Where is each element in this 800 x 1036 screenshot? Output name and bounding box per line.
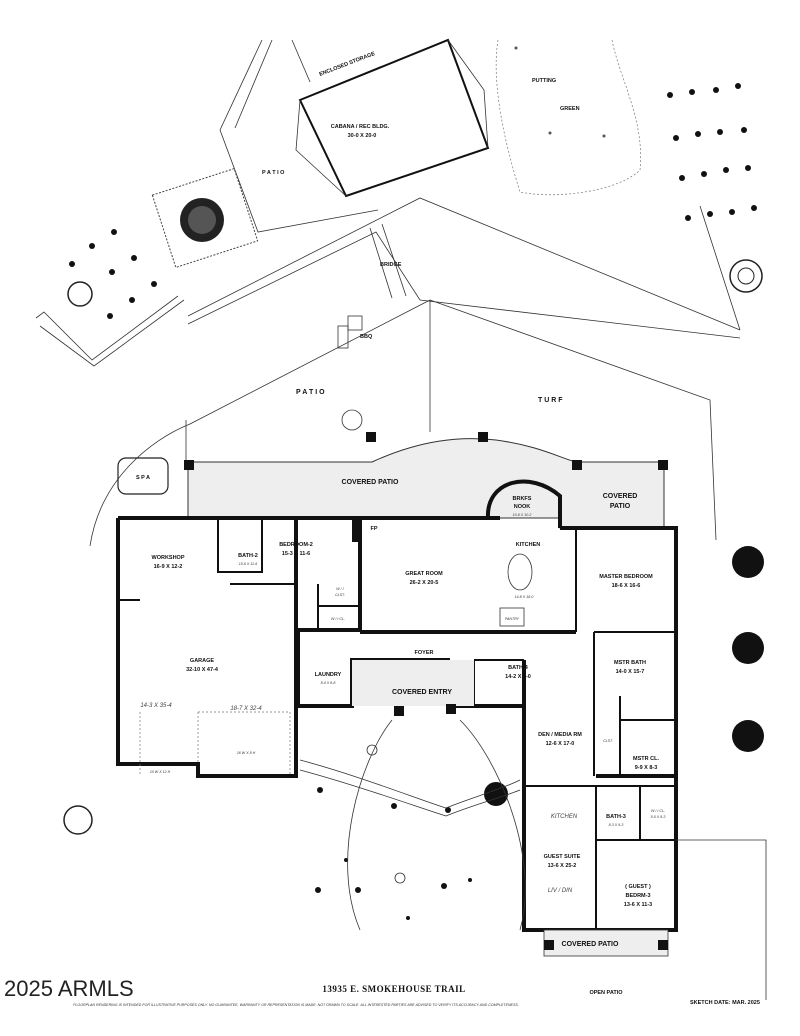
- pantry-label: PANTRY: [505, 617, 520, 621]
- covered-entry-area: [299, 660, 526, 931]
- putting-green: PUTTING GREEN: [495, 39, 642, 196]
- bedrm3-label-1: ( GUEST ): [625, 884, 651, 890]
- covered-patio-front-label: COVERED PATIO: [562, 941, 619, 948]
- wicl2-label-2: 5-5 X 9-3: [651, 815, 666, 819]
- watermark: 2025 ARMLS: [4, 976, 134, 1001]
- mstr-cl-dims: 9-9 X 8-3: [635, 765, 658, 771]
- brkfs-label: BRKFS: [513, 496, 532, 502]
- brkfs-dims: 10-9 X 10-2: [513, 513, 532, 517]
- upper-patio-label: P A T I O: [262, 170, 285, 176]
- den-dims: 12-6 X 17-0: [546, 741, 575, 747]
- bedroom2-label: BEDROOM-2: [279, 542, 313, 548]
- cabana-dims: 30-0 X 20-0: [348, 133, 377, 139]
- fp-label: FP: [370, 526, 377, 532]
- garage-doors: [139, 711, 291, 776]
- kitchen-dims: 14-8 X 18-0: [515, 595, 534, 599]
- room-labels: WORKSHOP 16-9 X 12-2 BATH-2 10-6 X 11-6 …: [140, 496, 665, 996]
- covered-entry-label: COVERED ENTRY: [392, 689, 452, 696]
- green-label: GREEN: [560, 106, 580, 112]
- covered-patio-label: COVERED PATIO: [342, 479, 399, 486]
- mstr-bath-dims: 14-0 X 15-7: [616, 669, 645, 675]
- covered-patio-rear: COVERED PATIO COVERED PATIO: [184, 432, 668, 529]
- footer: 13935 E. SMOKEHOUSE TRAIL FLOORPLAN REND…: [4, 976, 760, 1007]
- bbq-label: BBQ: [360, 334, 373, 340]
- patio-label: P A T I O: [296, 389, 325, 396]
- wi-clst-label-1: W / I: [336, 587, 343, 591]
- garage-door1-dims: 10 W X 12 H: [150, 770, 171, 774]
- bridge-label: BRIDGE: [380, 262, 402, 268]
- bath4-label: BATH-4: [508, 665, 529, 671]
- bath3-label: BATH-3: [606, 814, 626, 820]
- bedrm3-label-2: BEDRM-3: [625, 893, 650, 899]
- covered-patio-side-label-2: PATIO: [610, 503, 631, 510]
- master-bedroom-dims: 18-6 X 16-6: [612, 583, 641, 589]
- bath3-dims: 8-3 X 9-3: [609, 823, 624, 827]
- cabana-label: CABANA / REC BLDG.: [331, 124, 390, 130]
- great-room-label: GREAT ROOM: [405, 571, 443, 577]
- bath2-label: BATH-2: [238, 553, 258, 559]
- foyer-label: FOYER: [415, 650, 434, 656]
- spa-label: S P A: [136, 475, 150, 481]
- bath2-dims: 10-6 X 11-6: [239, 562, 258, 566]
- address-title: 13935 E. SMOKEHOUSE TRAIL: [322, 984, 465, 994]
- clst-label: CLST.: [603, 739, 613, 743]
- disclaimer-text: FLOORPLAN RENDERING IS INTENDED FOR ILLU…: [73, 1003, 519, 1007]
- guest-suite-dims: 13-6 X 25-2: [548, 863, 577, 869]
- brkfs-label-2: NOOK: [514, 504, 531, 510]
- wicl2-label-1: W / I CL.: [651, 809, 665, 813]
- garage-label: GARAGE: [190, 658, 214, 664]
- sketch-date: SKETCH DATE: MAR. 2025: [690, 1000, 760, 1006]
- covered-patio-front: [543, 839, 767, 1000]
- guest-kitchen-label: KITCHEN: [551, 814, 578, 820]
- wi-clst-label-2: CLST.: [335, 593, 345, 597]
- covered-patio-side-label-1: COVERED: [603, 493, 638, 500]
- great-room-dims: 26-2 X 20-5: [410, 580, 439, 586]
- walkways: BRIDGE BBQ: [35, 197, 741, 367]
- landscape-trees: [63, 83, 764, 920]
- guest-suite-label: GUEST SUITE: [544, 854, 581, 860]
- garage-door2-dims: 16 W X 8 H: [237, 751, 256, 755]
- master-bedroom-label: MASTER BEDROOM: [599, 574, 653, 580]
- kitchen-label: KITCHEN: [516, 542, 540, 548]
- rear-patio-area: P A T I O T U R F S P A: [89, 299, 717, 547]
- liv-din-label: LIV / DIN: [548, 888, 573, 894]
- laundry-label: LAUNDRY: [315, 672, 342, 678]
- enclosed-storage-label: ENCLOSED STORAGE: [319, 51, 377, 78]
- wi-cl-label: W / I CL.: [331, 617, 345, 621]
- garage-bay1-dims: 14-3 X 35-4: [140, 703, 172, 709]
- bedrm3-dims: 13-6 X 11-3: [624, 902, 652, 908]
- laundry-dims: 8-4 X 8-8: [321, 681, 336, 685]
- workshop-dims: 16-9 X 12-2: [154, 564, 183, 570]
- mstr-cl-label: MSTR CL.: [633, 756, 659, 762]
- garage-dims: 32-10 X 47-4: [186, 667, 219, 673]
- open-patio-label: OPEN PATIO: [589, 990, 623, 996]
- bedroom2-dims: 15-3 X 11-6: [282, 551, 310, 557]
- turf-label: T U R F: [538, 397, 563, 404]
- den-label: DEN / MEDIA RM: [538, 732, 582, 738]
- bath4-dims: 14-2 X 8-0: [505, 674, 531, 680]
- garage-bay2-dims: 18-7 X 32-4: [230, 706, 262, 712]
- workshop-label: WORKSHOP: [152, 555, 185, 561]
- putting-label: PUTTING: [532, 78, 556, 84]
- cabana-area: ENCLOSED STORAGE CABANA / REC BLDG. 30-0…: [219, 38, 490, 233]
- mstr-bath-label: MSTR BATH: [614, 660, 646, 666]
